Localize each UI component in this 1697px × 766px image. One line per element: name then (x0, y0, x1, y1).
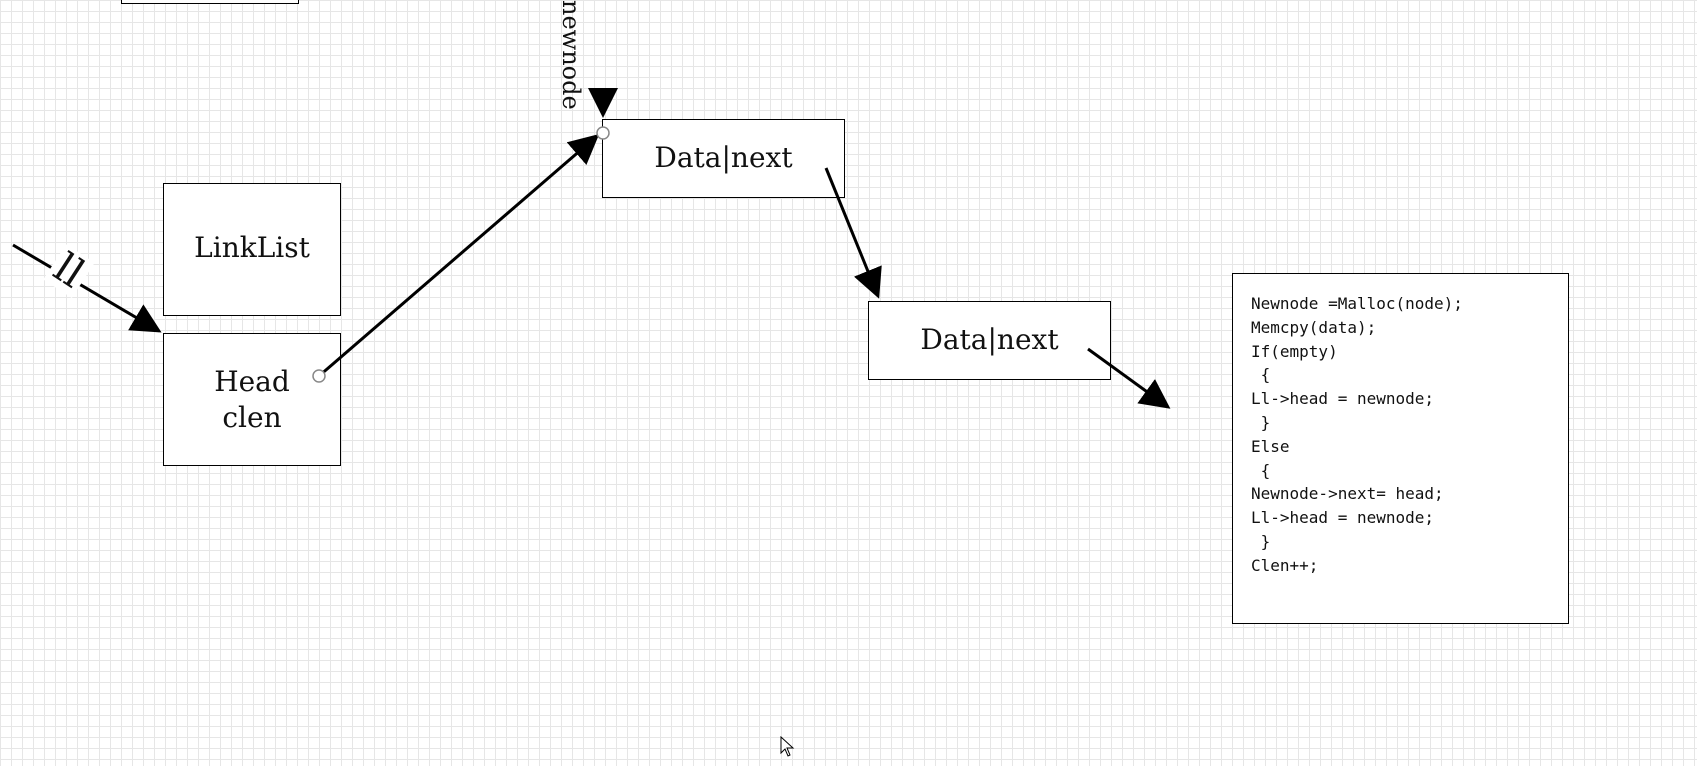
code-line: { (1251, 460, 1271, 480)
code-line: Clen++; (1251, 555, 1319, 575)
code-line: Ll->head = newnode; (1251, 389, 1435, 409)
code-line: Newnode =Malloc(node); (1251, 294, 1463, 313)
code-line: } (1251, 531, 1271, 551)
code-line: Else (1251, 436, 1290, 456)
code-line: Memcpy(data); (1251, 317, 1377, 337)
code-line: If(empty) (1251, 341, 1338, 361)
node-box-1[interactable]: Data|next (602, 119, 845, 198)
node-2-label: Data|next (920, 323, 1059, 356)
code-line: } (1251, 412, 1271, 432)
mouse-pointer-icon (780, 735, 796, 762)
linklist-box[interactable]: LinkList (163, 183, 341, 316)
clen-label: clen (222, 401, 282, 434)
connector-point-node1[interactable] (596, 126, 610, 140)
arrow-head-to-node1[interactable] (318, 134, 600, 378)
arrow-ll-to-head[interactable] (12, 243, 162, 333)
linklist-label: LinkList (194, 231, 310, 264)
newnode-label: newnode (557, 0, 585, 110)
code-line: { (1251, 365, 1271, 385)
head-box[interactable]: Head clen (163, 333, 341, 466)
code-line: Ll->head = newnode; (1251, 508, 1435, 528)
node-1-label: Data|next (654, 141, 793, 174)
code-line: Newnode->next= head; (1251, 484, 1444, 504)
node-box-2[interactable]: Data|next (868, 301, 1111, 380)
top-partial-box[interactable] (121, 0, 299, 4)
arrow-node1-to-node2[interactable] (824, 167, 882, 299)
connector-point-head[interactable] (312, 369, 326, 383)
code-text: Newnode =Malloc(node); Memcpy(data); If(em… (1251, 292, 1463, 578)
code-box[interactable]: Newnode =Malloc(node); Memcpy(data); If(em… (1232, 273, 1569, 624)
arrow-node2-next[interactable] (1087, 347, 1171, 409)
head-label: Head (214, 365, 290, 398)
